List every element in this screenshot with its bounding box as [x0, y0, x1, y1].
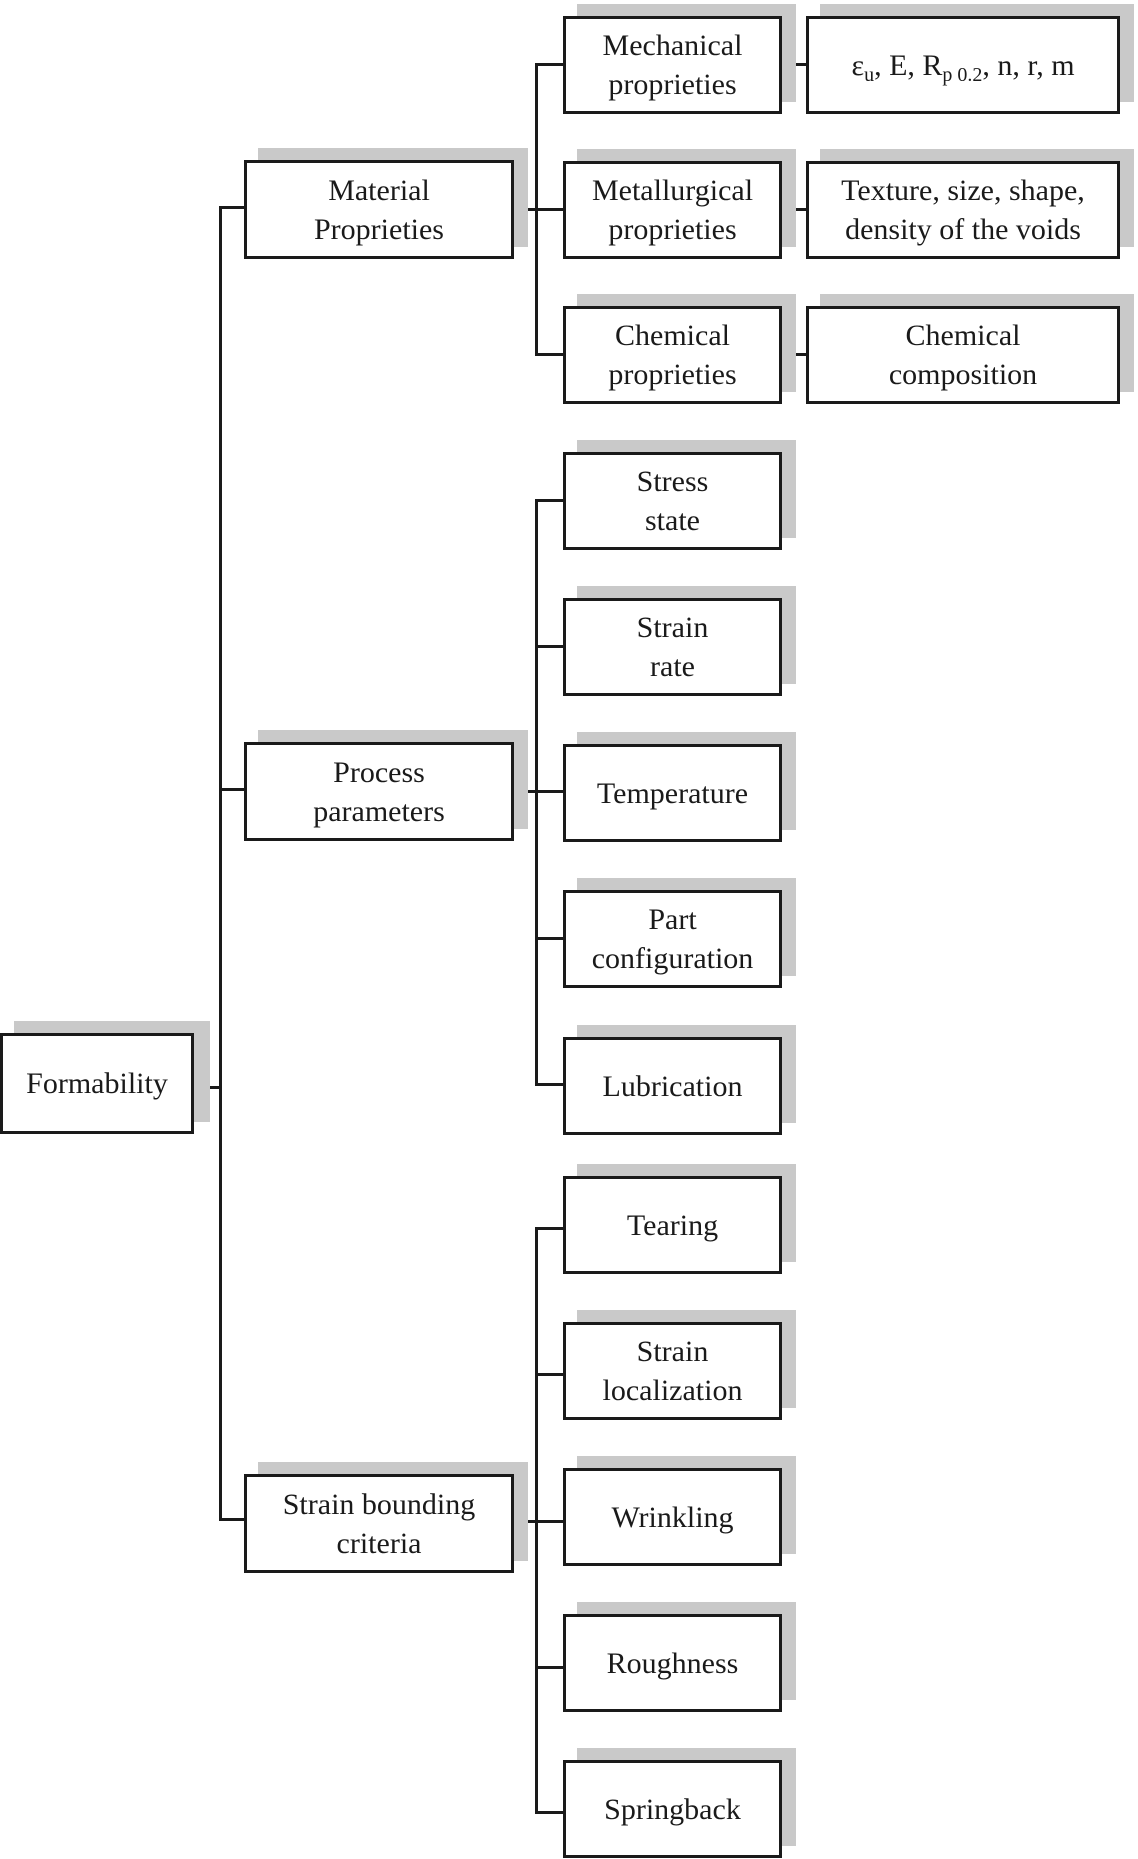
node-temperature: Temperature — [563, 732, 796, 842]
node-label-line: proprieties — [608, 358, 737, 391]
node-label-line: Wrinkling — [611, 1500, 734, 1534]
node-label-line: proprieties — [608, 68, 737, 101]
node-label-line: Stress — [636, 465, 709, 498]
node-label-line: localization — [602, 1374, 743, 1407]
node-label-line: proprieties — [608, 213, 737, 246]
node-label-line: Metallurgical — [591, 174, 754, 207]
node-label-line: Mechanical — [602, 29, 743, 62]
node-label-line: Part — [648, 903, 697, 936]
node-label-line: Lubrication — [602, 1069, 743, 1103]
connector-line — [535, 1520, 563, 1523]
node-strain-bounding-criteria: Strain bounding criteria — [244, 1462, 528, 1573]
node-label-line: Strain — [636, 611, 709, 644]
connector-line — [219, 1518, 244, 1521]
node-strain-localization: Strain localization — [563, 1310, 796, 1420]
node-label-line: Material — [328, 173, 430, 207]
node-label-line: Strain — [636, 1335, 709, 1368]
connector-line — [535, 1083, 563, 1086]
node-label-line: composition — [888, 358, 1038, 391]
node-mechanical-proprieties: Mechanical proprieties — [563, 4, 796, 114]
node-texture-voids: Texture, size, shape, density of the voi… — [806, 149, 1134, 259]
node-label-line: Process — [333, 755, 425, 789]
subscript-u: u — [864, 63, 875, 86]
param-text: , n, r, m — [982, 48, 1075, 82]
connector-line — [219, 206, 244, 209]
node-label-line: Proprieties — [314, 212, 444, 246]
connector-line — [535, 1666, 563, 1669]
node-label-line: configuration — [591, 942, 754, 975]
node-stress-state: Stress state — [563, 440, 796, 550]
node-label-line: parameters — [313, 794, 445, 828]
node-label-line: Roughness — [606, 1646, 739, 1680]
node-label-line: state — [645, 504, 700, 537]
node-label-line: Chemical — [615, 319, 730, 352]
node-label-line: Chemical — [905, 319, 1021, 352]
connector-line — [535, 790, 563, 793]
node-process-parameters: Process parameters — [244, 730, 528, 841]
connector-line — [535, 499, 563, 502]
node-label-line: criteria — [336, 1526, 422, 1560]
node-label: Formability — [26, 1067, 168, 1100]
node-springback: Springback — [563, 1748, 796, 1858]
mechanical-parameters-text: εu, E, Rp 0.2, n, r, m — [851, 46, 1074, 85]
node-formability: Formability — [0, 1021, 210, 1134]
connector-line — [535, 1373, 563, 1376]
epsilon-symbol: ε — [851, 48, 865, 82]
node-label-line: Temperature — [596, 776, 749, 810]
connector-line — [535, 1811, 563, 1814]
connector-line — [535, 937, 563, 940]
node-metallurgical-proprieties: Metallurgical proprieties — [563, 149, 796, 259]
subscript-p02: p 0.2 — [942, 63, 983, 86]
node-material-proprieties: Material Proprieties — [244, 148, 528, 259]
node-chemical-proprieties: Chemical proprieties — [563, 294, 796, 404]
connector-line — [535, 353, 563, 356]
node-mechanical-parameters: εu, E, Rp 0.2, n, r, m — [806, 4, 1134, 114]
node-label-line: rate — [650, 650, 695, 683]
node-roughness: Roughness — [563, 1602, 796, 1712]
node-label-line: density of the voids — [845, 213, 1081, 246]
node-lubrication: Lubrication — [563, 1025, 796, 1135]
connector-line — [219, 788, 244, 791]
connector-line — [219, 206, 222, 1521]
node-chemical-composition: Chemical composition — [806, 294, 1134, 404]
node-label-line: Texture, size, shape, — [841, 174, 1085, 207]
node-label-line: Strain bounding — [282, 1487, 476, 1521]
node-label-line: Tearing — [626, 1208, 719, 1242]
param-text: , E, R — [874, 48, 943, 82]
connector-line — [535, 208, 563, 211]
node-tearing: Tearing — [563, 1164, 796, 1274]
node-label-line: Springback — [604, 1792, 741, 1826]
connector-line — [535, 1227, 563, 1230]
node-wrinkling: Wrinkling — [563, 1456, 796, 1566]
connector-line — [535, 645, 563, 648]
connector-line — [535, 63, 563, 66]
node-strain-rate: Strain rate — [563, 586, 796, 696]
node-part-configuration: Part configuration — [563, 878, 796, 988]
